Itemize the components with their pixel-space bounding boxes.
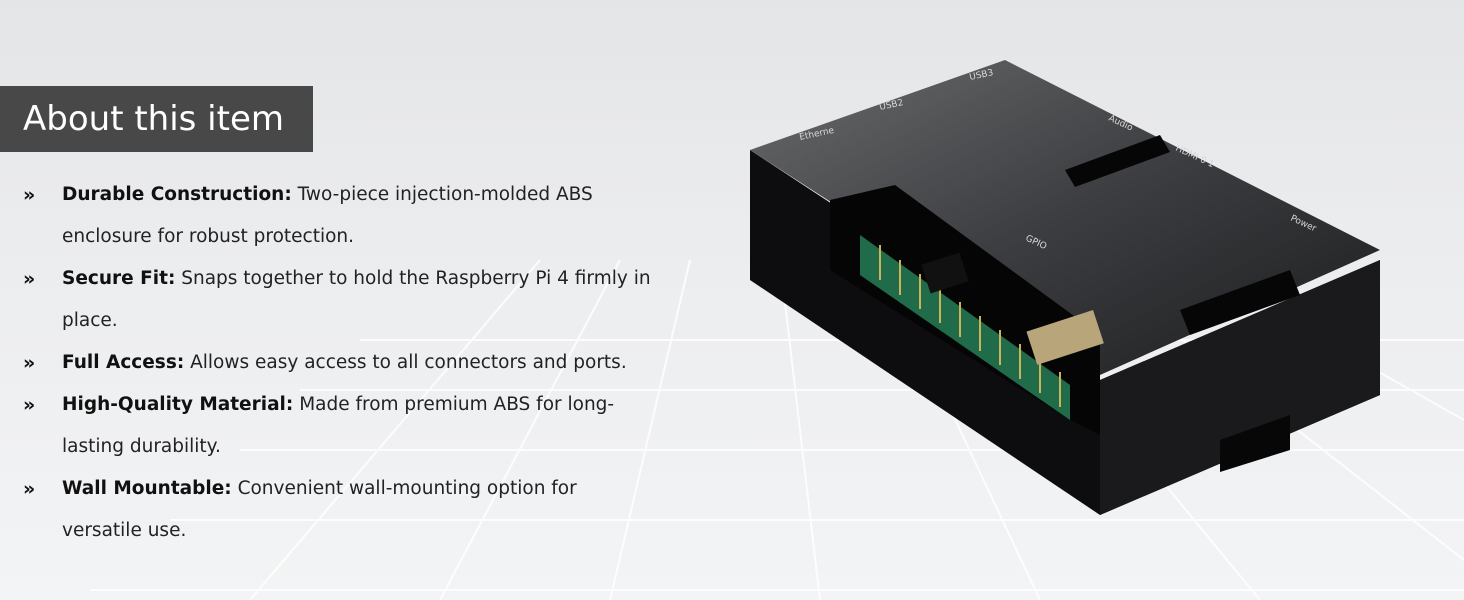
bullet-icon: » — [23, 478, 36, 500]
usb2-label: USB2 — [879, 98, 905, 113]
hdmi-slot — [1065, 135, 1170, 187]
feature-title: High-Quality Material: — [62, 394, 294, 415]
gpio-pins — [879, 245, 1061, 407]
bullet-icon: » — [23, 352, 36, 374]
feature-description: Two-piece injection-molded ABS enclosure… — [62, 184, 593, 247]
feature-title: Wall Mountable: — [62, 478, 232, 499]
feature-description: Allows easy access to all connectors and… — [190, 352, 627, 373]
bullet-icon: » — [23, 268, 36, 290]
bullet-icon: » — [23, 394, 36, 416]
feature-title: Durable Construction: — [62, 184, 292, 205]
chip-shield — [1026, 310, 1104, 365]
bottom-notch — [1220, 415, 1290, 472]
feature-title: Full Access: — [62, 352, 185, 373]
bullet-icon: » — [23, 184, 36, 206]
usb3-label: USB3 — [969, 68, 995, 83]
feature-description: Convenient wall-mounting option for vers… — [62, 478, 577, 541]
pcb-board — [860, 235, 1070, 420]
feature-description: Made from premium ABS for long-lasting d… — [62, 394, 615, 457]
feature-description: Snaps together to hold the Raspberry Pi … — [62, 268, 651, 331]
raspberry-pi-case-image: Etherne USB2 USB3 Audio HDMI 0 1 GPIO Po… — [750, 60, 1380, 515]
processor-chip — [921, 252, 969, 294]
about-heading: About this item — [0, 86, 313, 152]
feature-title: Secure Fit: — [62, 268, 176, 289]
case-right-side — [1100, 260, 1380, 515]
power-slot — [1180, 270, 1300, 335]
